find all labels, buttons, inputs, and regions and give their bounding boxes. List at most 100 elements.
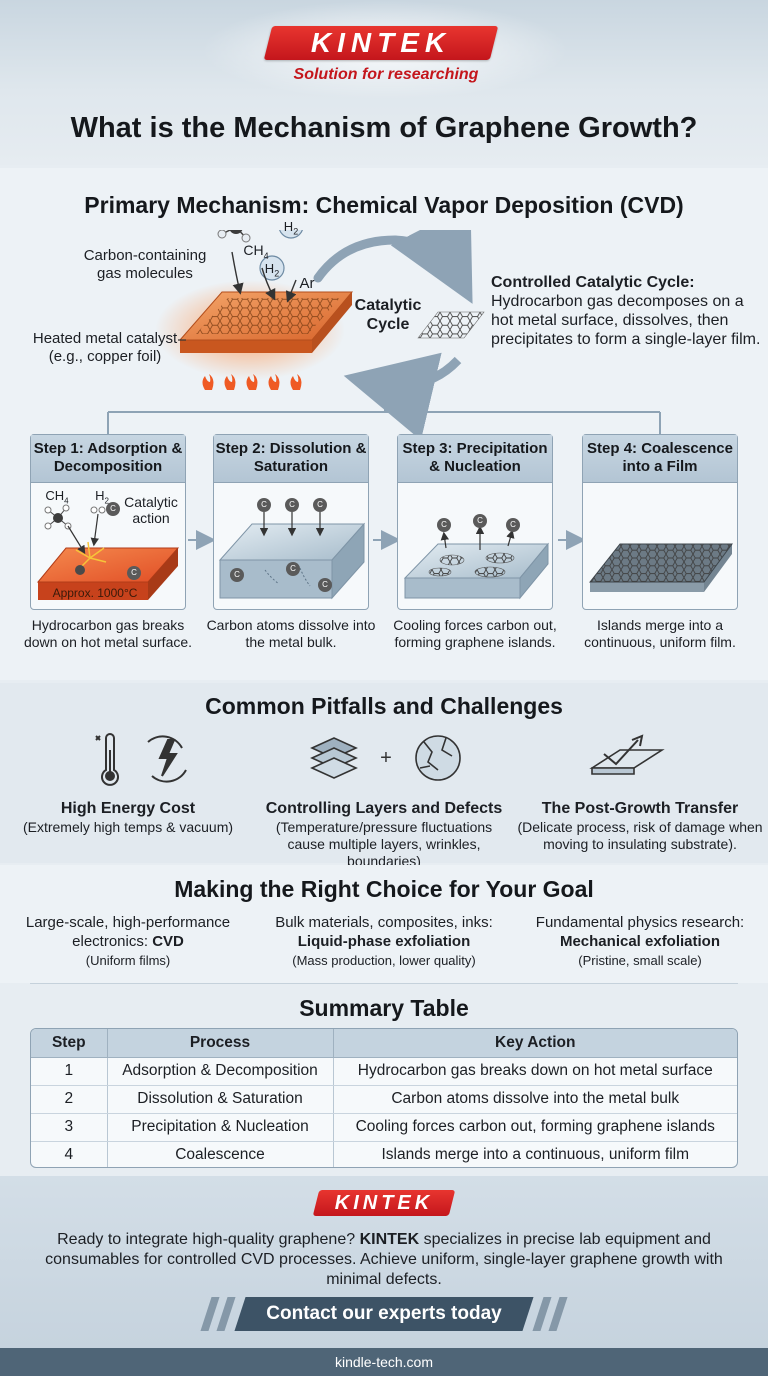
carbon-atom: C — [286, 562, 300, 576]
table-cell: Hydrocarbon gas breaks down on hot metal… — [333, 1057, 737, 1086]
table-header-row: Step Process Key Action — [31, 1029, 737, 1058]
defect-sphere-icon — [415, 735, 461, 781]
table-cell: 1 — [31, 1057, 108, 1086]
catalyst-slab — [178, 291, 354, 353]
pitfalls-heading: Common Pitfalls and Challenges — [205, 693, 563, 719]
carbon-atom: C — [437, 518, 451, 532]
contact-experts-label[interactable]: Contact our experts today — [266, 1303, 502, 1324]
step2-metal-block — [218, 522, 366, 600]
choice-goal-3: Fundamental physics research: — [535, 914, 745, 931]
site-url-link[interactable]: kindle-tech.com — [0, 1348, 768, 1376]
catalytic-action-label: Catalytic action — [124, 494, 178, 526]
pitfall-title-1: High Energy Cost — [60, 800, 196, 817]
carbon-atom: C — [506, 518, 520, 532]
step-connector — [107, 388, 661, 434]
carbon-atom: C — [285, 498, 299, 512]
col-header-key-action: Key Action — [333, 1029, 737, 1058]
carbon-atom: C — [230, 568, 244, 582]
step1-molecules — [44, 504, 106, 575]
table-cell: Dissolution & Saturation — [107, 1085, 334, 1114]
carbon-atom: C — [473, 514, 487, 528]
catalytic-cycle-label: Catalytic Cycle — [354, 297, 422, 333]
gas-arrow-1 — [261, 267, 276, 301]
ch4-label: CH4 — [243, 242, 269, 261]
table-row: 1 Adsorption & Decomposition Hydrocarbon… — [31, 1057, 737, 1086]
cycle-arrow-top — [313, 235, 400, 283]
temperature-label: Approx. 1000°C — [52, 586, 138, 600]
cvd-heading: Primary Mechanism: Chemical Vapor Deposi… — [84, 192, 684, 218]
kintek-logo-text: KINTEK — [310, 27, 452, 58]
choice-goal-1: Large-scale, high-performance electronic… — [25, 914, 231, 950]
table-row: 4 Coalescence Islands merge into a conti… — [31, 1141, 737, 1167]
table-cell: Adsorption & Decomposition — [107, 1057, 334, 1086]
choice-goal-2: Bulk materials, composites, inks: — [275, 914, 493, 931]
step1-ch4-label: CH4 — [45, 488, 69, 506]
choice-method-2: Liquid-phase exfoliation — [297, 933, 471, 950]
step-caption-4: Islands merge into a continuous, uniform… — [584, 617, 736, 650]
step-title-1: Step 1: Adsorption & Decomposition — [31, 435, 185, 483]
cycle-description-body: Hydrocarbon gas decomposes on a hot meta… — [491, 293, 761, 348]
pitfall-title-2: Controlling Layers and Defects — [265, 800, 503, 817]
choice-section — [0, 865, 768, 983]
flame-icons — [202, 374, 302, 390]
carbon-atom: C — [127, 566, 141, 580]
pitfall-sub-3: (Delicate process, risk of damage when m… — [517, 819, 763, 852]
h2-label-top: H2 — [283, 219, 299, 237]
table-cell: Islands merge into a continuous, uniform… — [381, 1146, 690, 1164]
gas-arrow-2 — [231, 251, 244, 295]
table-cell: Coalescence — [107, 1141, 334, 1167]
cvd-diagram — [107, 230, 661, 550]
table-cell: Carbon atoms dissolve into the metal bul… — [333, 1085, 737, 1114]
cycle-arrow-right — [390, 230, 473, 304]
choice-method-3: Mechanical exfoliation — [559, 933, 721, 950]
step2-arrows — [259, 512, 325, 537]
graphene-sheet-icon — [417, 311, 485, 339]
summary-table: Step Process Key Action 1 Adsorption & D… — [30, 1028, 738, 1168]
transfer-icon — [589, 734, 665, 775]
pitfall-sub-1: (Extremely high temps & vacuum) — [22, 819, 234, 835]
h2-bubble-top — [279, 230, 303, 239]
choice-item-2: Bulk materials, composites, inks: Liquid… — [256, 913, 512, 970]
cycle-description-title: Controlled Catalytic Cycle: — [491, 274, 695, 291]
table-row: 3 Precipitation & Nucleation Cooling for… — [31, 1113, 737, 1142]
power-cycle-icon — [147, 735, 187, 783]
ar-label: Ar — [299, 275, 315, 292]
pitfall-sub-2: (Temperature/pressure fluctuations cause… — [275, 819, 493, 869]
gas-molecules-label: Carbon-containing gas molecules — [83, 247, 207, 282]
pitfall-icons: + — [95, 733, 665, 786]
methane-molecule — [217, 230, 251, 243]
choice-note-3: (Pristine, small scale) — [578, 953, 702, 968]
footer-text: Ready to integrate high-quality graphene… — [45, 1231, 723, 1288]
cycle-arrow-bottom — [343, 352, 462, 441]
catalyst-label: Heated metal catalyst (e.g., copper foil… — [32, 330, 178, 365]
choice-note-2: (Mass production, lower quality) — [292, 953, 476, 968]
step-caption-1: Hydrocarbon gas breaks down on hot metal… — [23, 617, 193, 650]
table-row: 2 Dissolution & Saturation Carbon atoms … — [31, 1085, 737, 1114]
brand-tagline: Solution for researching — [293, 66, 479, 83]
step-title-4: Step 4: Coalescence into a Film — [583, 435, 737, 483]
pitfalls-section — [0, 683, 768, 863]
col-header-step: Step — [31, 1029, 108, 1058]
step-title-2: Step 2: Dissolution & Saturation — [214, 435, 368, 483]
graphene-islands — [428, 552, 515, 578]
cycle-description: Controlled Catalytic Cycle: Hydrocarbon … — [491, 273, 761, 349]
table-cell: Cooling forces carbon out, forming graph… — [333, 1113, 737, 1142]
carbon-atom: C — [106, 502, 120, 516]
choice-heading: Making the Right Choice for Your Goal — [174, 876, 594, 902]
pitfall-title-3: The Post-Growth Transfer — [541, 800, 739, 817]
carbon-atom: C — [313, 498, 327, 512]
carbon-atom: C — [318, 578, 332, 592]
section-divider — [30, 983, 738, 984]
footer-kintek-logo-text: KINTEK — [334, 1192, 434, 1214]
carbon-atom: C — [257, 498, 271, 512]
page-title: What is the Mechanism of Graphene Growth… — [70, 112, 698, 144]
summary-heading: Summary Table — [299, 995, 469, 1021]
step-caption-3: Cooling forces carbon out, forming graph… — [393, 617, 557, 650]
choice-item-1: Large-scale, high-performance electronic… — [0, 913, 256, 970]
step-illustrations — [36, 504, 733, 600]
layers-icon — [310, 737, 358, 779]
plus-icon: + — [380, 747, 392, 769]
choice-note-1: (Uniform films) — [85, 953, 171, 968]
thermometer-icon — [95, 733, 119, 786]
